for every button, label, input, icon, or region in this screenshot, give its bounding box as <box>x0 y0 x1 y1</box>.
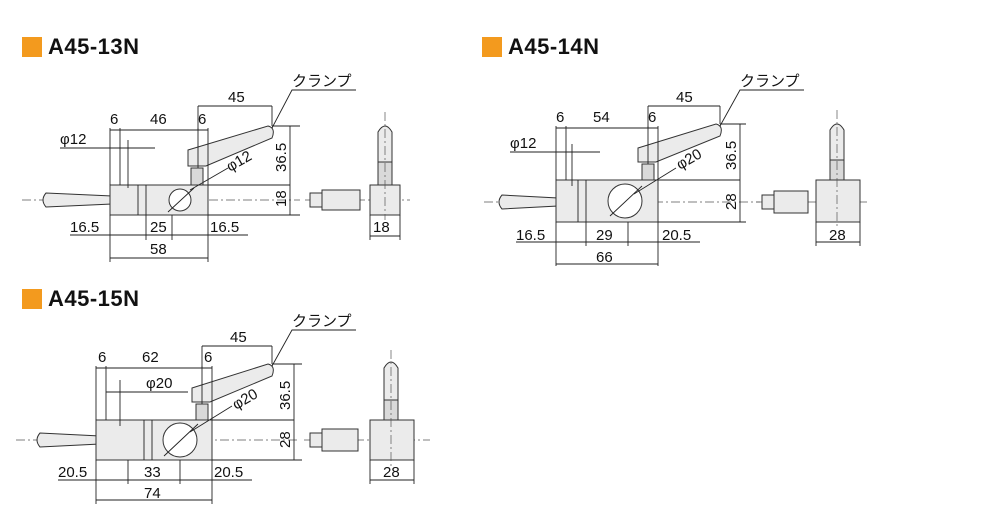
dim-span: 62 <box>142 349 159 366</box>
dim-right-offset: 6 <box>198 111 206 128</box>
dim-height: 36.5 <box>723 141 740 170</box>
diagram-title: A45-15N <box>48 286 140 311</box>
dim-lever: 45 <box>230 329 247 346</box>
heading-a45-15n: A45-15N <box>22 286 140 312</box>
dim-right-offset: 6 <box>648 109 656 126</box>
dim-mid: 25 <box>150 219 167 236</box>
dim-bore-small: φ20 <box>146 375 172 392</box>
dim-mid: 29 <box>596 227 613 244</box>
dim-bore-small: φ12 <box>510 135 536 152</box>
drawing-a45-13n <box>22 89 410 262</box>
dim-lever: 45 <box>228 89 245 106</box>
dim-side: 28 <box>829 227 846 244</box>
orange-square-icon <box>22 37 42 57</box>
drawing-a45-15n <box>16 329 430 504</box>
diagram-title: A45-14N <box>508 34 600 59</box>
dim-total: 58 <box>150 241 167 258</box>
dim-left: 20.5 <box>58 464 87 481</box>
dim-left-offset: 6 <box>98 349 106 366</box>
dim-block: 28 <box>277 431 294 448</box>
dim-right: 16.5 <box>210 219 239 236</box>
orange-square-icon <box>22 289 42 309</box>
dim-bore-small: φ12 <box>60 131 86 148</box>
dim-height: 36.5 <box>273 143 290 172</box>
dim-span: 46 <box>150 111 167 128</box>
clamp-label: クランプ <box>292 73 352 90</box>
clamp-label: クランプ <box>292 313 352 330</box>
dim-right: 20.5 <box>214 464 243 481</box>
heading-a45-13n: A45-13N <box>22 34 140 60</box>
dim-height: 36.5 <box>277 381 294 410</box>
heading-a45-14n: A45-14N <box>482 34 600 60</box>
dim-span: 54 <box>593 109 610 126</box>
dim-side: 28 <box>383 464 400 481</box>
dim-left: 16.5 <box>516 227 545 244</box>
diagram-title: A45-13N <box>48 34 140 59</box>
dim-block: 28 <box>723 193 740 210</box>
dim-block: 18 <box>273 190 290 207</box>
dim-left: 16.5 <box>70 219 99 236</box>
dim-right-offset: 6 <box>204 349 212 366</box>
dim-right: 20.5 <box>662 227 691 244</box>
dim-total: 66 <box>596 249 613 266</box>
dim-left-offset: 6 <box>556 109 564 126</box>
drawing-a45-14n <box>484 89 870 266</box>
orange-square-icon <box>482 37 502 57</box>
dim-side: 18 <box>373 219 390 236</box>
dim-lever: 45 <box>676 89 693 106</box>
dim-left-offset: 6 <box>110 111 118 128</box>
clamp-label: クランプ <box>740 73 800 90</box>
dim-mid: 33 <box>144 464 161 481</box>
dim-total: 74 <box>144 485 161 502</box>
